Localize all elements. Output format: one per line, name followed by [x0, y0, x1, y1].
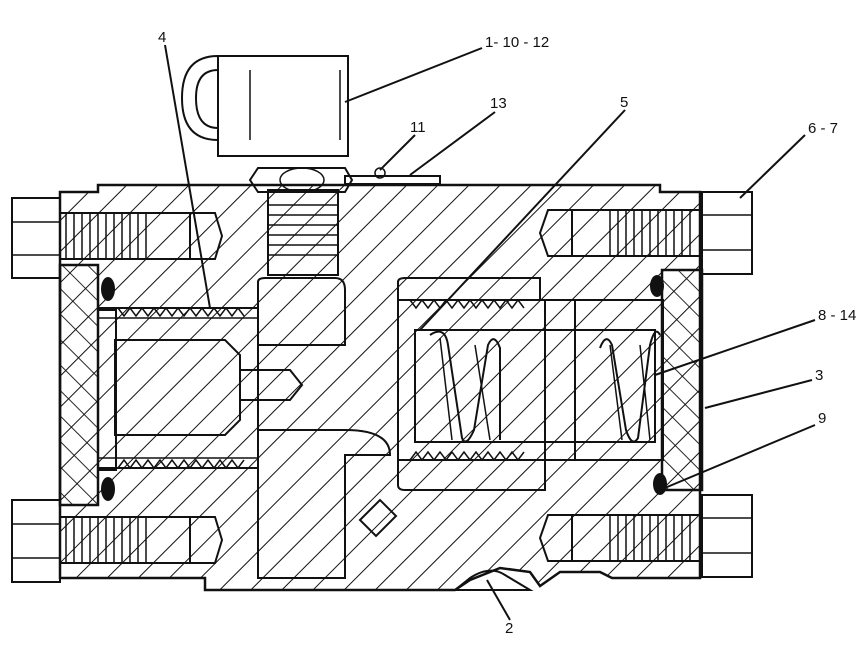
callout-3: 3 — [815, 367, 823, 384]
right-bore — [397, 277, 664, 491]
leader-2 — [486, 579, 511, 621]
spool — [414, 299, 656, 461]
callout-11: 11 — [410, 119, 426, 136]
leader-3 — [704, 379, 813, 409]
callout-8-14: 8 - 14 — [818, 307, 856, 324]
solenoid-cap — [180, 54, 349, 157]
right-upper-bolt — [538, 191, 753, 275]
spring — [429, 330, 661, 443]
callout-5: 5 — [620, 94, 628, 111]
lower-port-plug — [358, 498, 398, 538]
piston — [114, 339, 304, 436]
left-lower-o-ring — [101, 477, 115, 501]
callout-1-10-12: 1- 10 - 12 — [485, 34, 549, 51]
right-upper-o-ring — [650, 275, 664, 297]
leader-4 — [164, 44, 211, 309]
callout-13: 13 — [490, 95, 507, 112]
top-fitting — [248, 167, 354, 276]
right-lower-bolt — [538, 494, 753, 578]
left-upper-bolt — [11, 197, 224, 279]
center-passage — [257, 277, 392, 579]
bottom-port — [452, 569, 534, 591]
leader-6-7 — [739, 134, 806, 199]
left-bore — [97, 306, 259, 470]
leader-5 — [419, 109, 626, 331]
leader-11 — [379, 134, 416, 171]
tab-plate — [344, 167, 441, 185]
valve-body — [58, 183, 702, 592]
callout-6-7: 6 - 7 — [808, 120, 838, 137]
callouts: 4 1- 10 - 12 13 11 5 6 - 7 8 - 14 3 9 2 — [158, 29, 856, 637]
leader-9 — [659, 424, 816, 491]
right-end-cap — [660, 268, 704, 492]
callout-4: 4 — [158, 29, 166, 46]
leader-13 — [409, 111, 496, 176]
leader-lines — [164, 44, 816, 621]
right-lower-o-ring — [653, 473, 667, 495]
left-upper-o-ring — [101, 277, 115, 301]
leader-1-10-12 — [344, 47, 483, 103]
callout-2: 2 — [505, 620, 513, 637]
leader-8-14 — [654, 319, 816, 376]
callout-9: 9 — [818, 410, 826, 427]
left-lower-bolt — [11, 499, 224, 583]
